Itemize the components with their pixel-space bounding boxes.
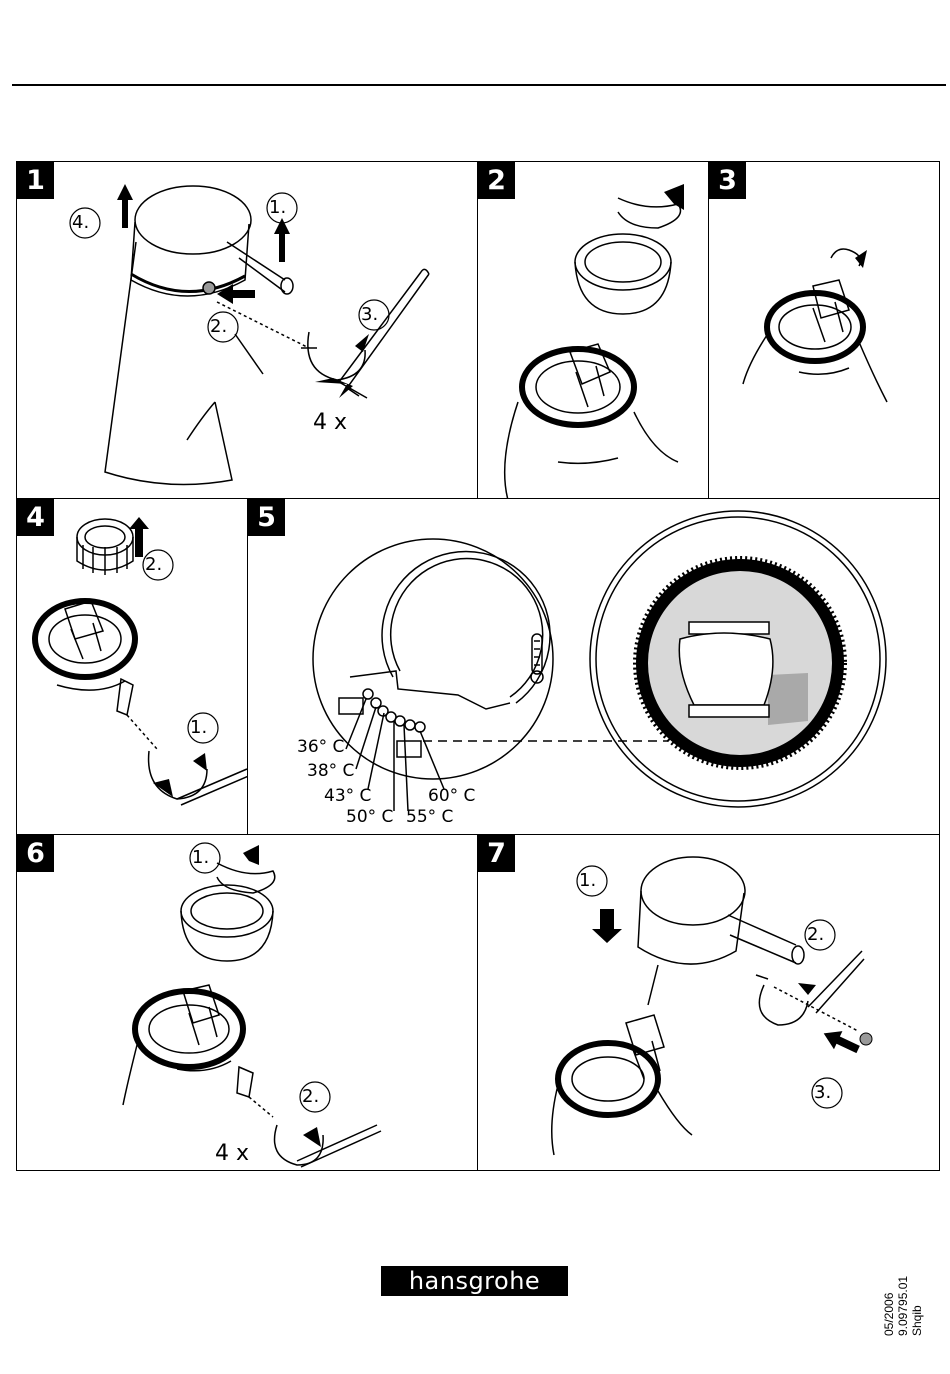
step-6-label-2: 2. xyxy=(302,1086,319,1107)
step-4-illustration xyxy=(17,499,248,835)
step-6-panel: 6 1. 2. 4 x xyxy=(16,834,478,1171)
step-6-label-1: 1. xyxy=(192,847,209,868)
doc-date: 05/2006 xyxy=(882,1276,896,1336)
step-6-count: 4 x xyxy=(215,1141,249,1166)
step-3-illustration xyxy=(709,162,940,499)
step-7-label-3: 3. xyxy=(814,1082,831,1103)
step-7-label-2: 2. xyxy=(807,924,824,945)
temp-36: 36° C xyxy=(297,737,344,757)
step-6-illustration xyxy=(17,835,478,1171)
step-7-illustration xyxy=(478,835,940,1171)
step-1-label-3: 3. xyxy=(361,304,378,325)
step-4-label-1: 1. xyxy=(190,717,207,738)
step-1-panel: 1 xyxy=(16,161,478,499)
step-5-illustration xyxy=(248,499,940,835)
step-2-illustration xyxy=(478,162,709,499)
top-rule xyxy=(12,84,946,86)
doc-language: Shqib xyxy=(910,1276,924,1336)
step-1-label-4: 4. xyxy=(72,212,89,233)
temp-55: 55° C xyxy=(406,807,453,827)
step-2-panel: 2 xyxy=(477,161,709,499)
step-1-count: 4 x xyxy=(313,410,347,435)
temp-60: 60° C xyxy=(428,786,475,806)
document-meta: 05/2006 9.09795.01 Shqib xyxy=(882,1276,924,1336)
step-7-label-1: 1. xyxy=(579,870,596,891)
doc-number: 9.09795.01 xyxy=(896,1276,910,1336)
brand-logo: hansgrohe xyxy=(381,1266,568,1296)
step-4-label-2: 2. xyxy=(145,554,162,575)
temp-43: 43° C xyxy=(324,786,371,806)
step-4-panel: 4 2. 1 xyxy=(16,498,248,835)
step-7-panel: 7 1. 2. xyxy=(477,834,940,1171)
step-1-label-2: 2. xyxy=(210,316,227,337)
step-5-panel: 5 xyxy=(247,498,940,835)
temp-50: 50° C xyxy=(346,807,393,827)
step-3-panel: 3 xyxy=(708,161,940,499)
step-1-label-1: 1. xyxy=(269,197,286,218)
temp-38: 38° C xyxy=(307,761,354,781)
